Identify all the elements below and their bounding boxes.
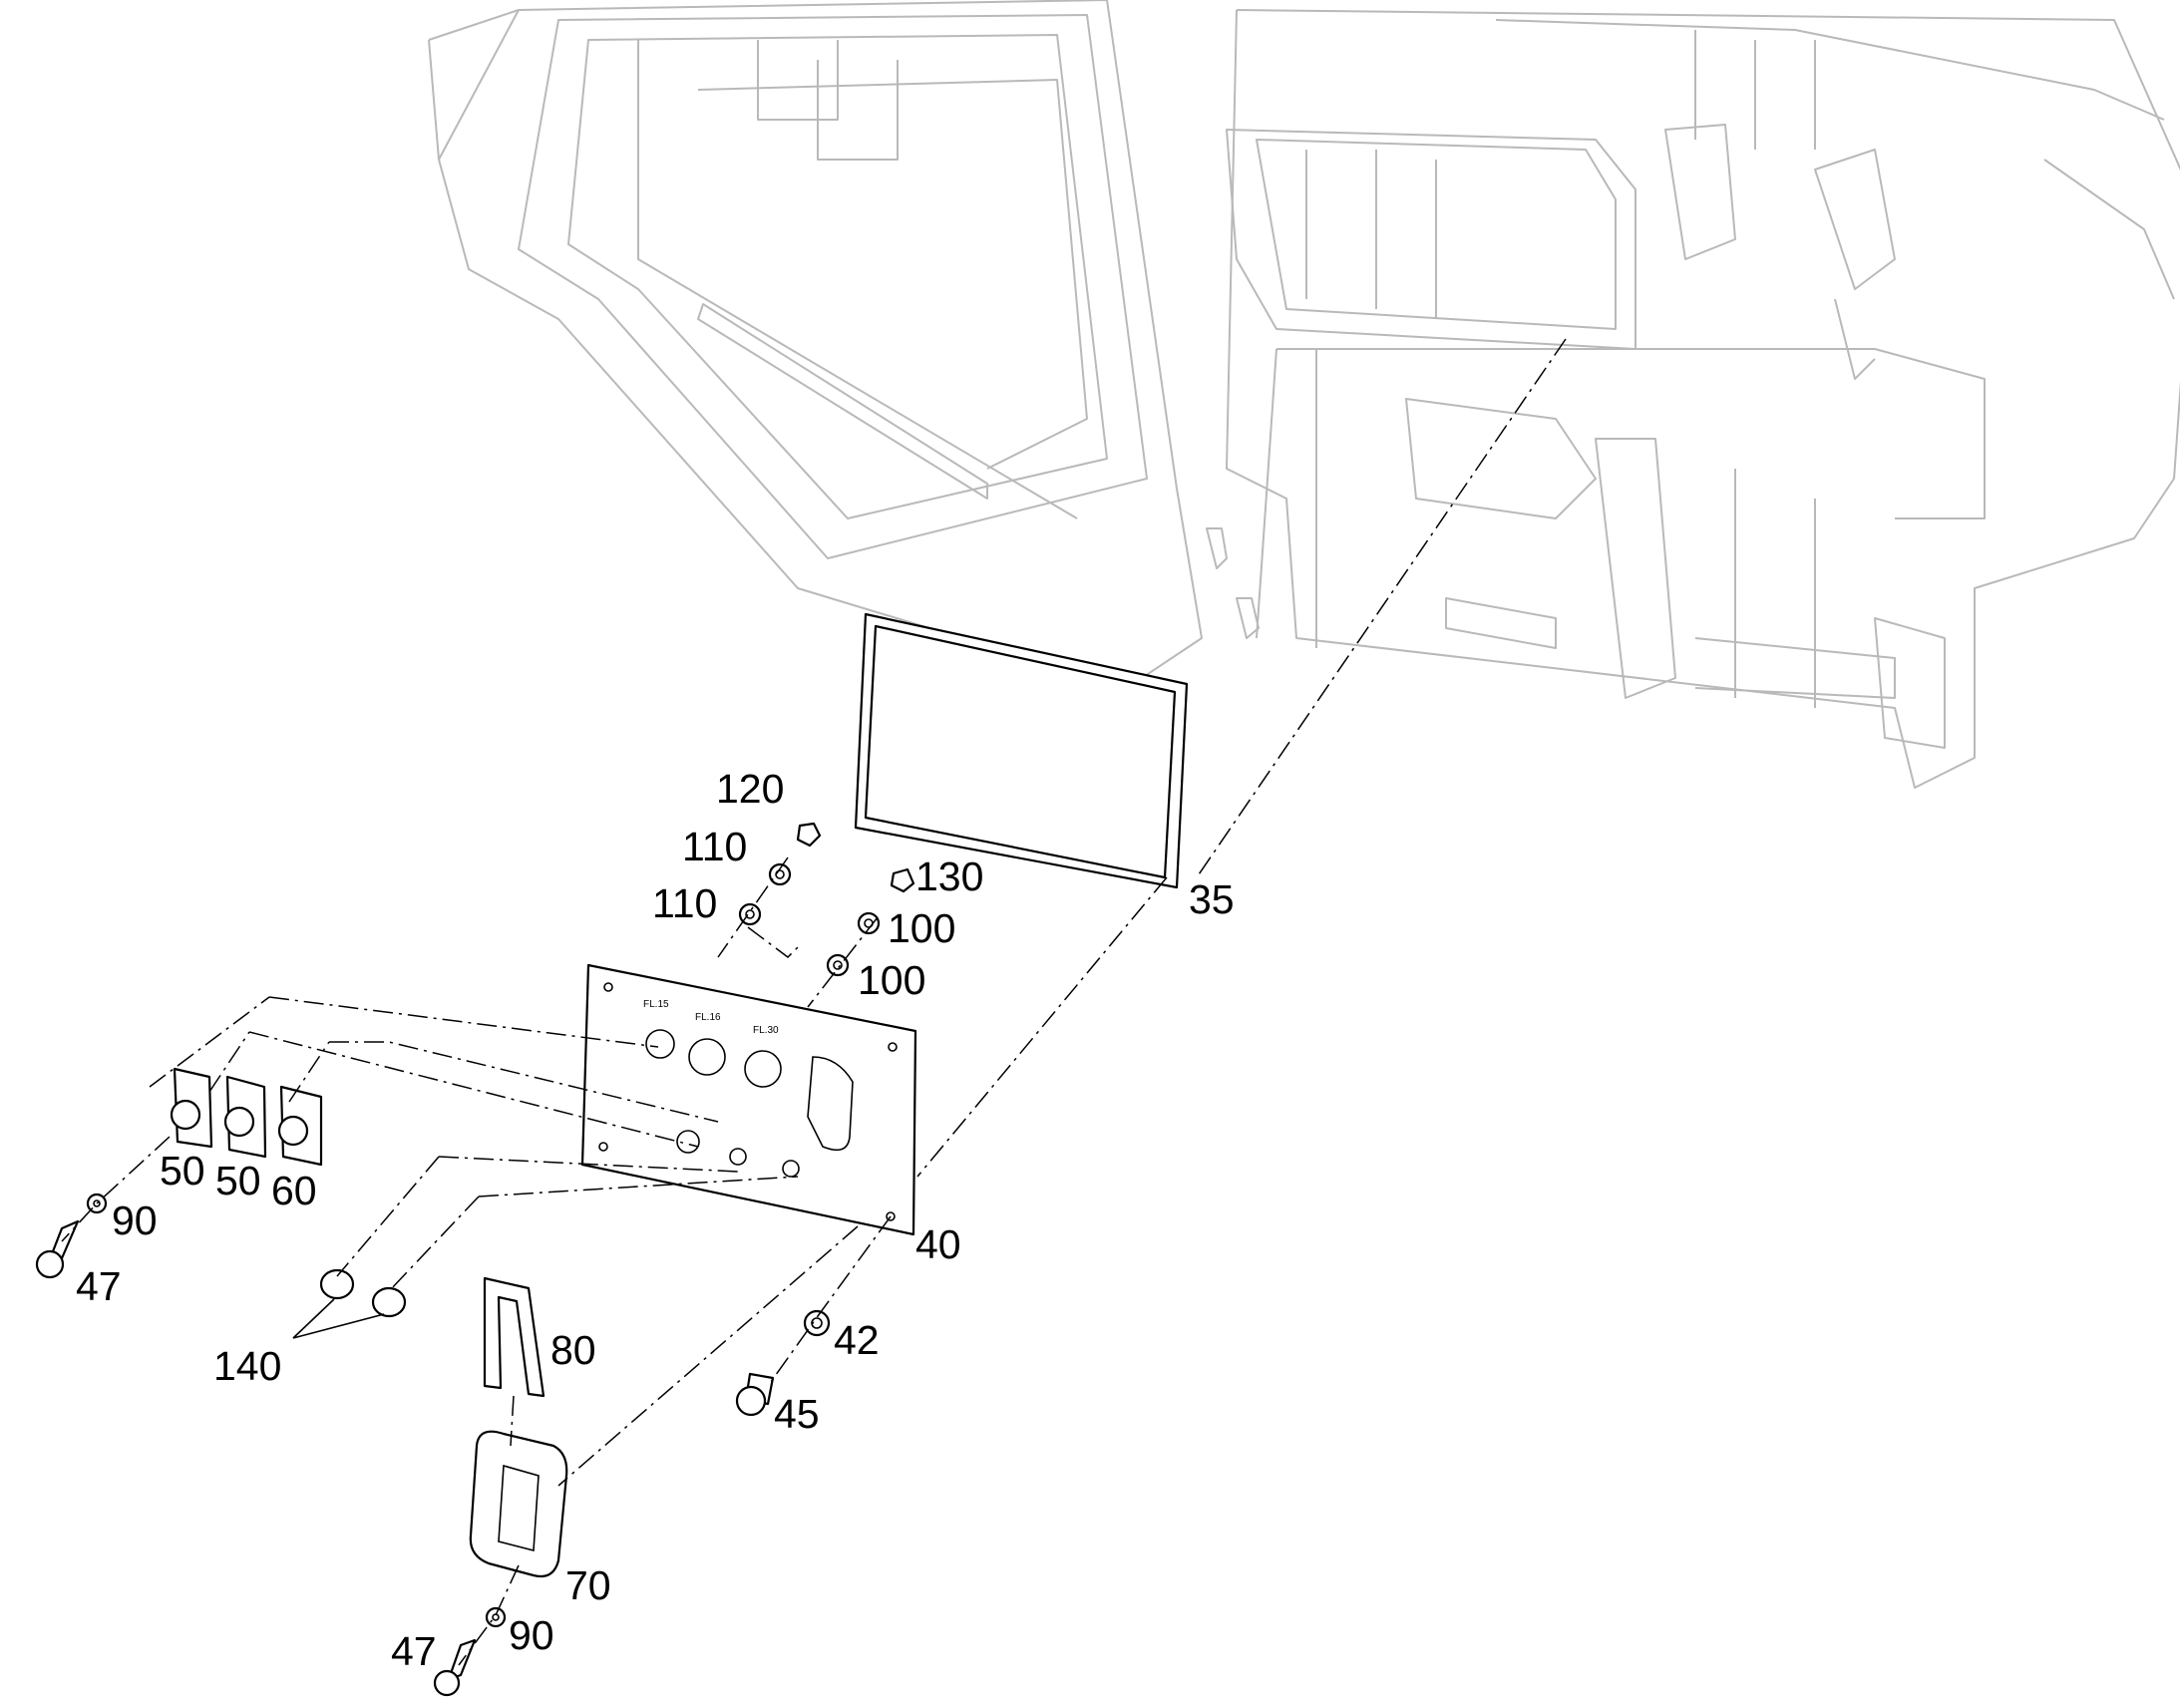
callout-42: 42 (834, 1317, 880, 1363)
callout-47-left: 47 (76, 1263, 122, 1309)
callout-80: 80 (550, 1327, 596, 1373)
callout-110-upper: 110 (682, 824, 747, 869)
svg-text:FL.15: FL.15 (643, 999, 669, 1010)
callout-60: 60 (271, 1168, 317, 1213)
svg-text:FL.30: FL.30 (753, 1025, 779, 1036)
control-plate-40: FL.15 FL.16 FL.30 (580, 963, 917, 1236)
callout-70: 70 (565, 1562, 611, 1608)
callout-100-upper: 100 (888, 905, 955, 951)
callout-labels: 120 110 110 130 100 100 35 40 50 50 60 9… (76, 766, 1235, 1674)
callout-140: 140 (213, 1343, 281, 1389)
callout-90-left: 90 (112, 1197, 158, 1243)
gasket-frame-35 (854, 612, 1189, 889)
svg-text:FL.16: FL.16 (695, 1012, 721, 1023)
callout-120: 120 (716, 766, 784, 812)
machine-frame (428, 0, 2180, 789)
callout-50-right: 50 (215, 1158, 261, 1203)
callout-47-bottom: 47 (391, 1628, 437, 1674)
callout-40: 40 (915, 1221, 961, 1267)
hardware-parts (35, 822, 915, 1697)
callout-110-lower: 110 (652, 880, 717, 926)
callout-90-bottom: 90 (509, 1612, 554, 1658)
callout-100-lower: 100 (858, 957, 925, 1003)
assembly-lines (61, 338, 1567, 1666)
callout-45: 45 (774, 1391, 820, 1437)
callout-130: 130 (915, 854, 983, 899)
leader-140 (292, 1298, 385, 1339)
callout-35: 35 (1189, 876, 1235, 922)
callout-50-left: 50 (160, 1148, 205, 1194)
